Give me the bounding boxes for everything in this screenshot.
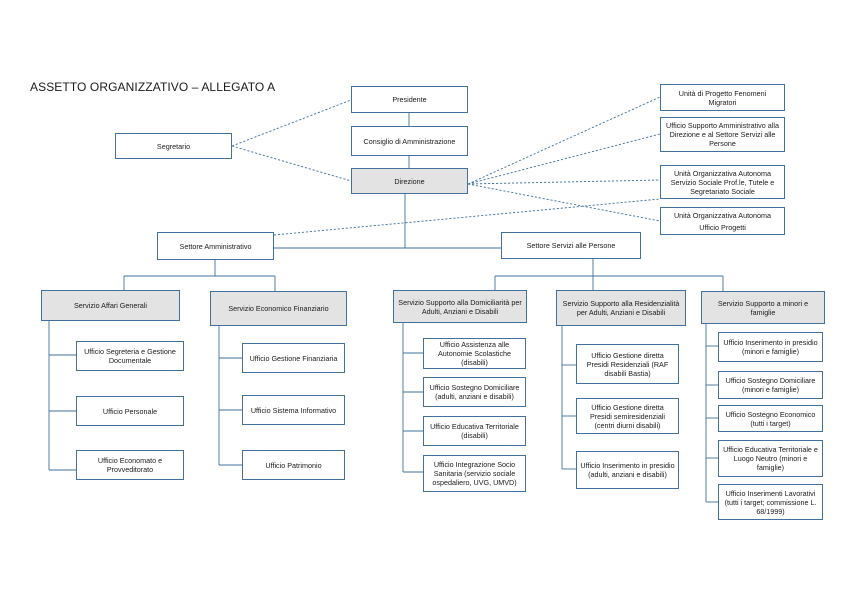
ufficio-autonomie-scolastiche-box: Ufficio Assistenza alle Autonomie Scolas… (423, 338, 526, 369)
ufficio-progetti-title: Unità Organizzativa Autonoma (673, 210, 772, 220)
servizio-residenzialita-label: Servizio Supporto alla Residenzialità pe… (562, 299, 680, 317)
ufficio-presidi-semiresidenziali-label: Ufficio Gestione diretta Presidi semires… (589, 402, 666, 430)
ufficio-patrimonio-box: Ufficio Patrimonio (242, 450, 345, 480)
direzione-box: Direzione (351, 168, 468, 194)
segretario-label: Segretario (156, 141, 191, 151)
supporto-amministrativo-box: Ufficio Supporto Amministrativo alla Dir… (660, 117, 785, 152)
tutele-label: Unità Organizzativa Autonoma Servizio So… (670, 168, 775, 196)
servizio-domiciliarita-box: Servizio Supporto alla Domiciliarità per… (393, 290, 527, 323)
ufficio-educativa-luogo-neutro-box: Ufficio Educativa Territoriale e Luogo N… (718, 440, 823, 477)
servizio-residenzialita-box: Servizio Supporto alla Residenzialità pe… (556, 290, 686, 326)
ufficio-inserimento-presidio-minori-label: Ufficio Inserimento in presidio (minori … (723, 338, 818, 356)
servizio-minori-box: Servizio Supporto a minori e famiglie (701, 291, 825, 324)
supporto-amministrativo-label: Ufficio Supporto Amministrativo alla Dir… (666, 121, 779, 148)
settore-amministrativo-label: Settore Amministrativo (179, 241, 252, 251)
presidente-label: Presidente (392, 95, 427, 104)
ufficio-inserimento-presidio-adulti-label: Ufficio Inserimento in presidio (adulti,… (580, 461, 675, 479)
servizio-economico-finanziario-box: Servizio Economico Finanziario (210, 291, 347, 326)
ufficio-inserimenti-lavorativi-label: Ufficio Inserimenti Lavorativi (tutti i … (724, 488, 817, 516)
ufficio-presidi-semiresidenziali-box: Ufficio Gestione diretta Presidi semires… (576, 398, 679, 434)
ufficio-personale-label: Ufficio Personale (102, 406, 158, 416)
servizio-domiciliarita-label: Servizio Supporto alla Domiciliarità per… (398, 297, 522, 316)
consiglio-label: Consiglio di Amministrazione (363, 136, 456, 146)
ufficio-integrazione-socio-sanitaria-label: Ufficio Integrazione Socio Sanitaria (se… (432, 460, 517, 487)
ufficio-segreteria-label: Ufficio Segreteria e Gestione Documental… (84, 347, 176, 365)
ufficio-educativa-territoriale-label: Ufficio Educativa Territoriale (disabili… (430, 422, 519, 440)
ufficio-educativa-luogo-neutro-label: Ufficio Educativa Territoriale e Luogo N… (723, 445, 818, 472)
ufficio-sistema-informativo-label: Ufficio Sistema Informativo (250, 405, 337, 415)
ufficio-inserimento-presidio-adulti-box: Ufficio Inserimento in presidio (adulti,… (576, 451, 679, 489)
ufficio-sostegno-domiciliare-box: Ufficio Sostegno Domiciliare (adulti, an… (423, 377, 526, 407)
ufficio-inserimento-presidio-minori-box: Ufficio Inserimento in presidio (minori … (718, 332, 823, 362)
ufficio-progetti-label: Ufficio Progetti (699, 222, 746, 232)
ufficio-presidi-residenziali-box: Ufficio Gestione diretta Presidi Residen… (576, 344, 679, 384)
ufficio-economato-box: Ufficio Economato e Provveditorato (76, 450, 184, 480)
settore-servizi-persone-box: Settore Servizi alle Persone (501, 232, 641, 259)
servizio-affari-generali-box: Servizio Affari Generali (41, 290, 180, 321)
ufficio-sostegno-economico-box: Ufficio Sostegno Economico (tutti i targ… (718, 405, 823, 432)
ufficio-presidi-residenziali-label: Ufficio Gestione diretta Presidi Residen… (586, 350, 669, 378)
ufficio-sostegno-domiciliare-minori-label: Ufficio Sostegno Domiciliare (minori e f… (725, 376, 816, 394)
ufficio-segreteria-box: Ufficio Segreteria e Gestione Documental… (76, 341, 184, 371)
ufficio-sostegno-domiciliare-label: Ufficio Sostegno Domiciliare (adulti, an… (429, 383, 520, 401)
fenomeni-migratori-box: Unità di Progetto Fenomeni Migratori (660, 84, 785, 111)
ufficio-educativa-territoriale-box: Ufficio Educativa Territoriale (disabili… (423, 416, 526, 446)
presidente-box: Presidente (351, 86, 468, 113)
consiglio-box: Consiglio di Amministrazione (351, 126, 468, 156)
fenomeni-migratori-label: Unità di Progetto Fenomeni Migratori (678, 88, 767, 107)
servizio-affari-generali-label: Servizio Affari Generali (74, 301, 147, 310)
ufficio-gestione-finanziaria-label: Ufficio Gestione Finanziaria (249, 353, 338, 363)
ufficio-autonomie-scolastiche-label: Ufficio Assistenza alle Autonomie Scolas… (437, 340, 512, 367)
page-title: ASSETTO ORGANIZZATIVO – ALLEGATO A (30, 80, 276, 94)
ufficio-sostegno-economico-label: Ufficio Sostegno Economico (tutti i targ… (725, 409, 816, 428)
direzione-label: Direzione (394, 176, 425, 186)
segretario-box: Segretario (115, 133, 232, 159)
ufficio-integrazione-socio-sanitaria-box: Ufficio Integrazione Socio Sanitaria (se… (423, 455, 526, 492)
servizio-economico-finanziario-label: Servizio Economico Finanziario (228, 304, 329, 313)
ufficio-patrimonio-label: Ufficio Patrimonio (265, 460, 322, 470)
ufficio-sostegno-domiciliare-minori-box: Ufficio Sostegno Domiciliare (minori e f… (718, 371, 823, 399)
ufficio-inserimenti-lavorativi-box: Ufficio Inserimenti Lavorativi (tutti i … (718, 484, 823, 520)
ufficio-gestione-finanziaria-box: Ufficio Gestione Finanziaria (242, 343, 345, 373)
settore-amministrativo-box: Settore Amministrativo (157, 232, 274, 260)
tutele-box: Unità Organizzativa Autonoma Servizio So… (660, 165, 785, 199)
ufficio-sistema-informativo-box: Ufficio Sistema Informativo (242, 395, 345, 425)
ufficio-personale-box: Ufficio Personale (76, 396, 184, 426)
ufficio-economato-label: Ufficio Economato e Provveditorato (97, 456, 163, 474)
servizio-minori-label: Servizio Supporto a minori e famiglie (717, 298, 809, 317)
settore-servizi-persone-label: Settore Servizi alle Persone (526, 241, 616, 250)
